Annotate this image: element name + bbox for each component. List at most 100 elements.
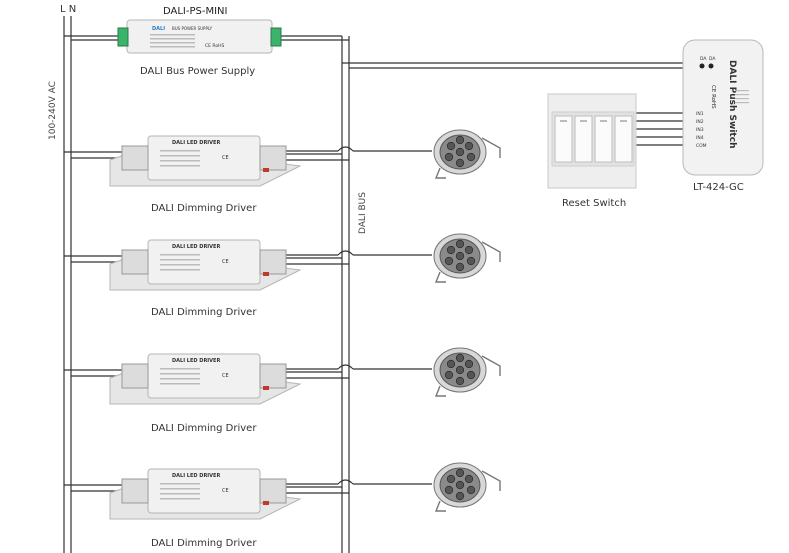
reset-switch-rocker	[574, 115, 593, 163]
psu-terminal-left	[117, 27, 129, 47]
driver-terminal-right	[259, 363, 287, 389]
push-switch-spec-line	[735, 102, 749, 104]
driver-face-title: DALI LED DRIVER	[172, 473, 220, 479]
driver-terminal-right	[259, 145, 287, 171]
downlight-3	[433, 347, 501, 397]
downlight-led	[446, 141, 456, 151]
downlight-2	[433, 233, 501, 283]
driver-terminal-left	[121, 249, 149, 275]
dali-bus-label: DALI BUS	[358, 192, 368, 234]
driver-red-mark	[263, 386, 269, 390]
downlight-led	[455, 239, 465, 249]
driver-spec-line	[160, 160, 200, 162]
reset-switch-rocker	[554, 115, 573, 163]
push-switch-bus-term-label: DA	[700, 56, 707, 62]
downlight-led	[455, 468, 465, 478]
driver-4: DALI LED DRIVER CE	[109, 468, 302, 520]
push-switch-bus-term-label: DA	[709, 56, 716, 62]
push-switch-bus-terminal	[708, 63, 714, 69]
driver-red-mark	[263, 272, 269, 276]
reset-switch-rocker	[594, 115, 613, 163]
driver-spec-line	[160, 264, 200, 266]
push-switch-input-label: COM	[696, 143, 707, 149]
push-switch-cert: CE RoHS	[710, 85, 716, 109]
driver-cert: CE	[222, 488, 229, 494]
lamp-wire-hop	[337, 146, 354, 152]
driver-1: DALI LED DRIVER CE	[109, 135, 302, 187]
psu-spec-line	[150, 42, 195, 44]
driver-spec-line	[160, 383, 200, 385]
psu-caption: DALI Bus Power Supply	[140, 66, 256, 77]
push-switch-body	[682, 39, 764, 176]
driver-terminal-left	[121, 363, 149, 389]
driver-face-title: DALI LED DRIVER	[172, 244, 220, 250]
psu-terminal-right	[270, 27, 282, 47]
push-switch-input-label: IN3	[696, 127, 704, 133]
downlight-1	[433, 129, 501, 179]
downlight-led	[455, 491, 465, 501]
psu-model-label: DALI-PS-MINI	[163, 6, 228, 17]
reset-switch-indicator	[600, 120, 607, 122]
downlight-led	[455, 376, 465, 386]
downlight-led	[455, 158, 465, 168]
driver-2: DALI LED DRIVER CE	[109, 239, 302, 291]
reset-switch-indicator	[560, 120, 567, 122]
driver-spec-line	[160, 259, 200, 261]
driver-caption-3: DALI Dimming Driver	[151, 423, 257, 434]
push-switch-bus-terminal	[699, 63, 705, 69]
driver-spec-line	[160, 150, 200, 152]
downlight-led	[466, 370, 476, 380]
driver-spec-line	[160, 155, 200, 157]
driver-face-title: DALI LED DRIVER	[172, 140, 220, 146]
downlight-led	[446, 359, 456, 369]
driver-terminal-left	[121, 145, 149, 171]
downlight-led	[455, 365, 465, 375]
downlight-spring	[481, 470, 501, 491]
push-switch-model: LT-424-GC	[693, 182, 744, 193]
driver-spec-line	[160, 378, 200, 380]
driver-spec-line	[160, 254, 200, 256]
driver-terminal-right	[259, 249, 287, 275]
downlight-led	[464, 359, 474, 369]
psu-spec-line	[150, 38, 195, 40]
ln-label: L N	[60, 4, 77, 15]
driver-red-mark	[263, 168, 269, 172]
driver-caption-4: DALI Dimming Driver	[151, 538, 257, 549]
downlight-led	[466, 485, 476, 495]
driver-red-mark	[263, 501, 269, 505]
driver-spec-line	[160, 269, 200, 271]
downlight-led	[466, 256, 476, 266]
downlight-led	[444, 256, 454, 266]
driver-spec-line	[160, 498, 200, 500]
psu-spec-line	[150, 34, 195, 36]
driver-caption-1: DALI Dimming Driver	[151, 203, 257, 214]
downlight-led	[444, 370, 454, 380]
downlight-led	[455, 262, 465, 272]
push-switch-spec-line	[735, 90, 749, 92]
reset-switch-indicator	[580, 120, 587, 122]
push-switch-spec-line	[735, 94, 749, 96]
driver-spec-line	[160, 368, 200, 370]
downlight-led	[466, 152, 476, 162]
downlight-clip	[434, 167, 446, 179]
reset-switch-indicator	[620, 120, 627, 122]
driver-spec-line	[160, 373, 200, 375]
downlight-led	[464, 141, 474, 151]
psu-body	[126, 19, 273, 54]
downlight-spring	[481, 137, 501, 158]
driver-spec-line	[160, 165, 200, 167]
driver-cert: CE	[222, 259, 229, 265]
downlight-led	[446, 245, 456, 255]
push-switch-input-label: IN2	[696, 119, 704, 125]
voltage-label: 100-240V AC	[48, 81, 58, 140]
push-switch-input-label: IN4	[696, 135, 704, 141]
downlight-led	[446, 474, 456, 484]
downlight-clip	[434, 500, 446, 512]
driver-cert: CE	[222, 155, 229, 161]
downlight-clip	[434, 385, 446, 397]
driver-terminal-right	[259, 478, 287, 504]
push-switch-input-label: IN1	[696, 111, 704, 117]
